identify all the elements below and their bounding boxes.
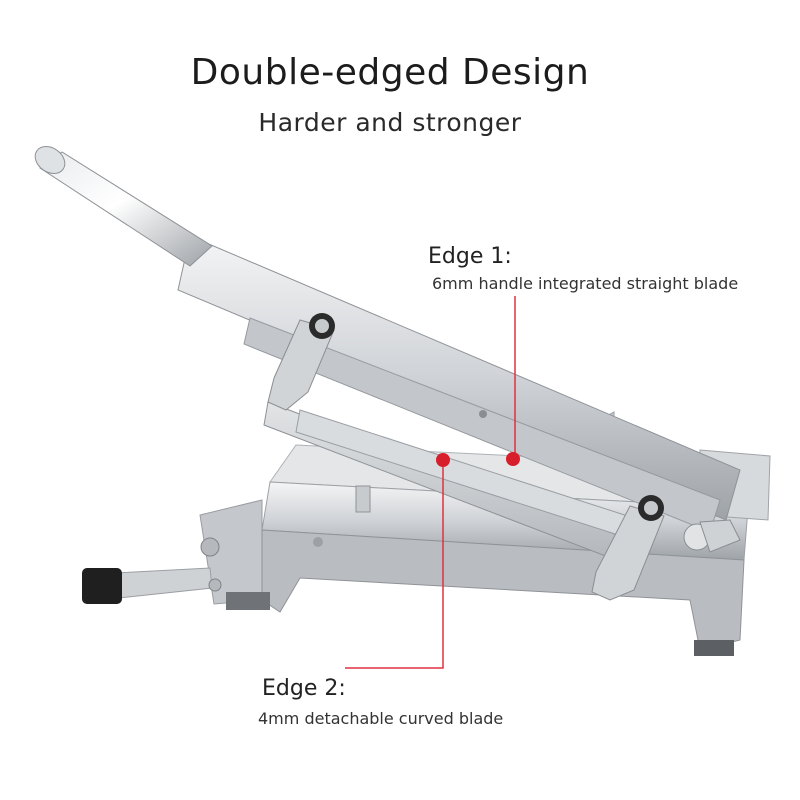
edge1-description: 6mm handle integrated straight blade [432,274,739,293]
edge2-callout-marker [345,453,450,669]
feed-arm [82,485,371,604]
straight-blade [177,235,741,533]
rubber-foot-cap [82,568,122,604]
edge1-label: Edge 1: [428,244,512,269]
hinge-bracket-left [267,313,335,411]
page-subtitle: Harder and stronger [258,108,522,137]
page-title: Double-edged Design [190,52,590,93]
hinge-bracket-right [591,495,741,601]
edge2-description: 4mm detachable curved blade [258,709,504,728]
edge2-label: Edge 2: [262,676,346,701]
edge1-callout-marker [506,296,520,466]
handle [34,146,213,267]
